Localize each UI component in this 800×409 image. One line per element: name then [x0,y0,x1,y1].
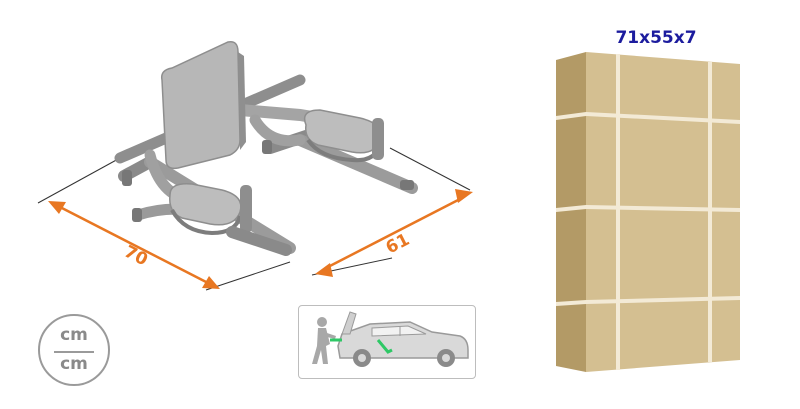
dip-station-illustration [37,40,471,291]
width-dimension-arrow [48,201,220,289]
person-pushing-icon [312,317,336,364]
unit-top-label: cm [60,325,88,345]
cm-unit-icon: cm cm [38,314,110,386]
car-trunk-fit-icon [312,311,469,367]
package-size-label: 71x55x7 [615,28,697,48]
depth-dimension-arrow [315,189,473,277]
unit-divider [54,351,94,353]
cardboard-box-icon [556,52,740,372]
unit-bottom-label: cm [60,354,88,374]
